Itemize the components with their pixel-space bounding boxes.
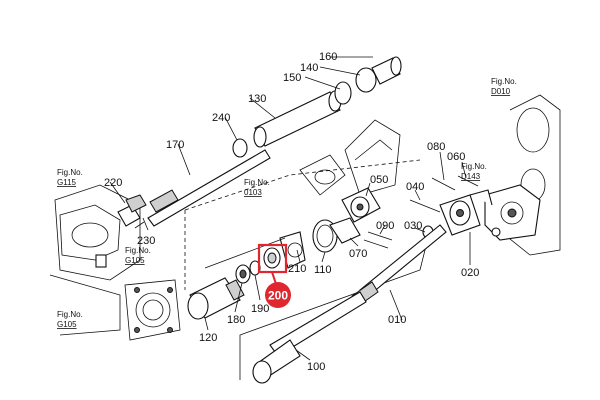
part-label-090: 090 xyxy=(376,220,394,232)
fig-ref-code: 0103 xyxy=(244,188,262,197)
part-labels: 160 140 150 130 240 170 220 230 120 180 … xyxy=(104,51,479,373)
part-label-100: 100 xyxy=(307,361,325,373)
part-label-020: 020 xyxy=(461,267,479,279)
fig-ref-g105-b[interactable]: Fig.No. G105 xyxy=(57,310,83,329)
figure-references: Fig.No. D010 Fig.No. G115 Fig.No. G105 F… xyxy=(57,77,517,329)
part-label-120: 120 xyxy=(199,332,217,344)
fig-ref-code: G105 xyxy=(125,256,145,265)
left-housing xyxy=(49,184,181,341)
engine-block-sketch xyxy=(299,119,401,196)
highlighted-part-200[interactable]: 200 xyxy=(257,243,291,308)
fig-ref-code: D010 xyxy=(491,87,511,96)
part-label-110: 110 xyxy=(314,264,332,276)
drive-shaft xyxy=(252,224,447,384)
part-label-070: 070 xyxy=(349,248,367,260)
part-label-190: 190 xyxy=(251,303,269,315)
fig-ref-g105-a[interactable]: Fig.No. G105 xyxy=(125,246,151,265)
lower-assembly xyxy=(187,219,338,320)
fig-ref-title: Fig.No. xyxy=(244,178,270,187)
part-label-060: 060 xyxy=(447,151,465,163)
fig-ref-title: Fig.No. xyxy=(461,162,487,171)
leader-lines xyxy=(109,56,471,361)
part-label-200: 200 xyxy=(268,289,288,303)
fig-ref-d143[interactable]: Fig.No. D143 xyxy=(461,162,487,181)
part-label-010: 010 xyxy=(388,314,406,326)
part-label-030: 030 xyxy=(404,220,422,232)
fig-ref-code: G105 xyxy=(57,320,77,329)
fig-ref-code: D143 xyxy=(461,172,481,181)
part-label-050: 050 xyxy=(370,174,388,186)
part-label-140: 140 xyxy=(300,62,318,74)
coupling-220-230 xyxy=(117,194,149,231)
part-label-230: 230 xyxy=(137,235,155,247)
part-label-080: 080 xyxy=(427,141,445,153)
part-label-160: 160 xyxy=(319,51,337,63)
fig-ref-code: G115 xyxy=(57,178,77,187)
part-label-220: 220 xyxy=(104,177,122,189)
part-label-150: 150 xyxy=(283,72,301,84)
highlight-connector xyxy=(271,271,277,285)
universal-joints xyxy=(329,175,493,249)
fig-ref-title: Fig.No. xyxy=(491,77,517,86)
fig-ref-title: Fig.No. xyxy=(57,310,83,319)
fig-ref-g115[interactable]: Fig.No. G115 xyxy=(57,168,83,187)
fig-ref-title: Fig.No. xyxy=(125,246,151,255)
fig-ref-title: Fig.No. xyxy=(57,168,83,177)
fig-ref-0103[interactable]: Fig.No. 0103 xyxy=(244,178,270,197)
part-label-210: 210 xyxy=(288,263,306,275)
part-label-180: 180 xyxy=(227,314,245,326)
part-label-040: 040 xyxy=(406,181,424,193)
upper-shaft-assembly xyxy=(147,56,402,227)
part-label-240: 240 xyxy=(212,112,230,124)
part-label-130: 130 xyxy=(248,93,266,105)
highlight-badge xyxy=(265,282,291,308)
part-label-170: 170 xyxy=(166,139,184,151)
fig-ref-d010[interactable]: Fig.No. D010 xyxy=(491,77,517,96)
right-housing xyxy=(484,94,561,256)
